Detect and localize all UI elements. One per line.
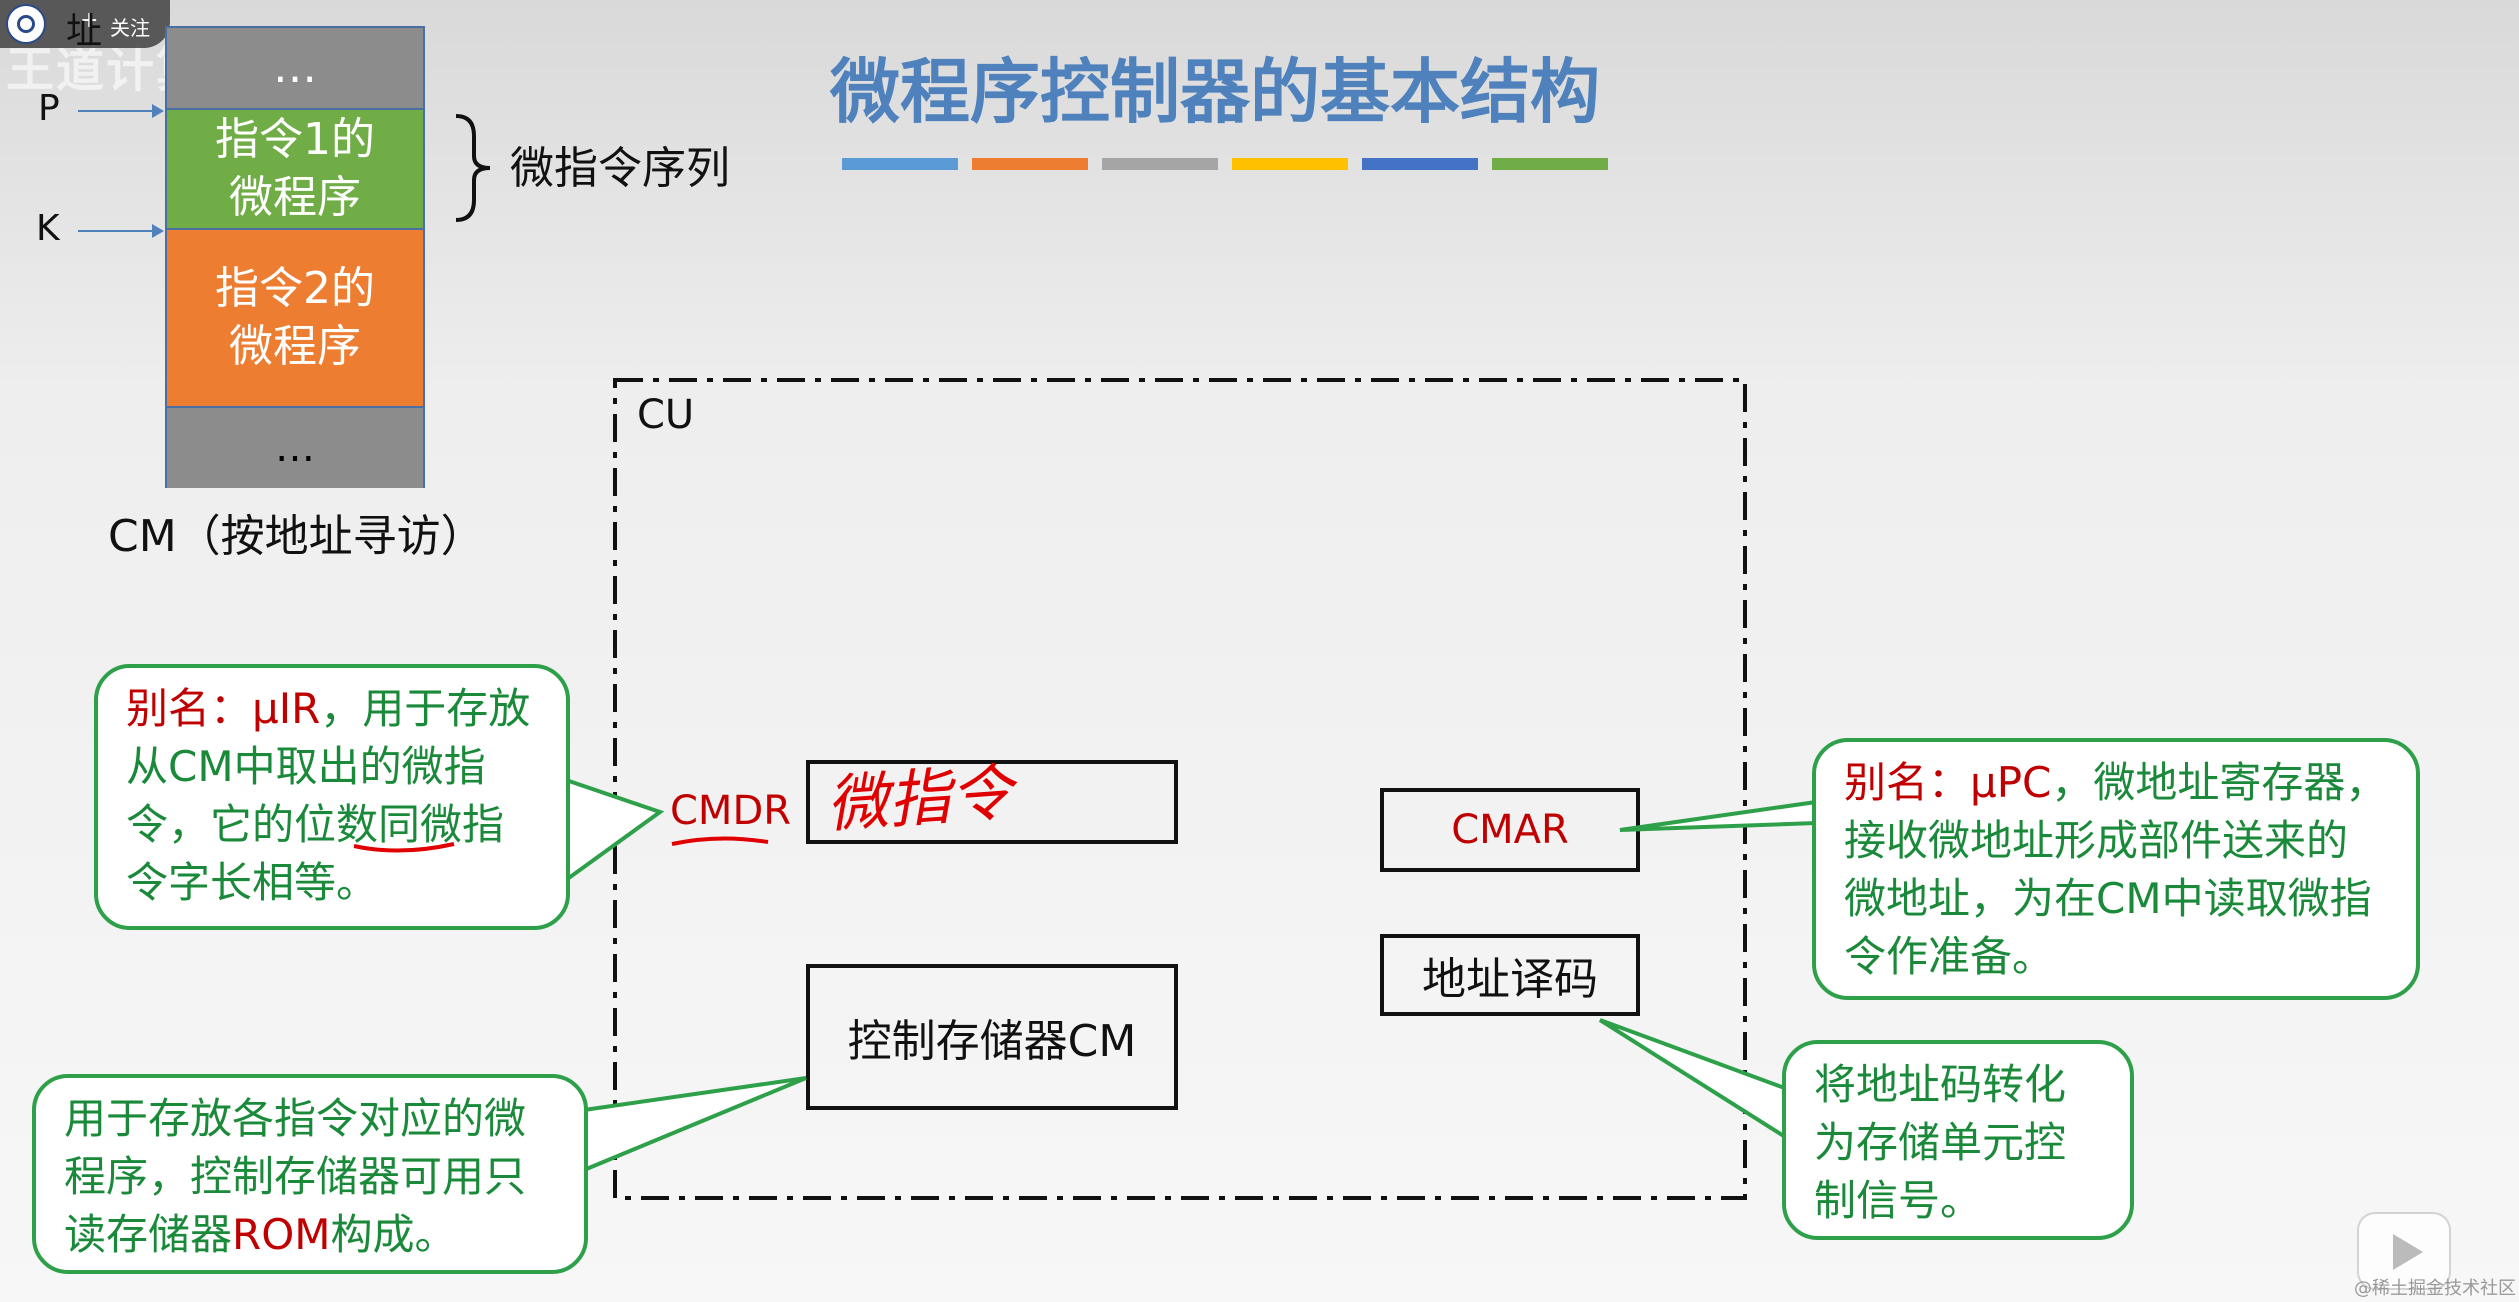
cm-block-ellipsis: … <box>167 406 423 488</box>
cm-block-instr2: 指令2的微程序 <box>167 228 423 406</box>
title-bar-segment <box>842 158 958 170</box>
cm-block-top: … <box>167 28 423 108</box>
plus-icon: + <box>80 8 99 33</box>
rom-description-end: 构成。 <box>330 1210 457 1259</box>
footer-credit: @稀土掘金技术社区 <box>2354 1278 2516 1299</box>
title-bar-segment <box>1232 158 1348 170</box>
cmdr-label: CMDR <box>670 788 792 834</box>
title-bar-segment <box>1102 158 1218 170</box>
cmdr-alias: 别名：μIR <box>126 684 321 733</box>
cmar-alias: 别名：μPC <box>1844 758 2052 807</box>
control-memory-stack: … 指令1的微程序 指令2的微程序 … <box>165 26 425 488</box>
title-bar-segment <box>972 158 1088 170</box>
cm-block-instr2-label: 指令2的微程序 <box>215 263 375 372</box>
channel-logo-icon <box>6 4 46 44</box>
pointer-p-label: P <box>38 88 60 129</box>
cmdr-description: ，用于存放从CM中取出的微指令，它的位数同微指令字长相等。 <box>126 684 531 907</box>
digit-underline-icon <box>353 842 455 853</box>
cu-boundary <box>613 378 1747 1200</box>
cm-caption: CM（按地址寻访） <box>108 511 485 562</box>
cmdr-underline-icon <box>671 836 769 846</box>
title-bar-segment <box>1492 158 1608 170</box>
cmar-description: ，微地址寄存器，接收微地址形成部件送来的微地址，为在CM中读取微指令作准备。 <box>1844 758 2388 981</box>
cmar-callout: 别名：μPC，微地址寄存器，接收微地址形成部件送来的微地址，为在CM中读取微指令… <box>1812 738 2420 1000</box>
play-icon[interactable] <box>2357 1212 2451 1290</box>
follow-button-label[interactable]: 关注 <box>110 16 150 40</box>
pointer-k-label: K <box>36 208 60 249</box>
follow-badge[interactable]: + 关注 <box>0 0 170 48</box>
cm-block-instr1: 指令1的微程序 <box>167 108 423 228</box>
cm-top-label: 址 <box>66 11 103 52</box>
slide-title: 微程序控制器的基本结构 <box>830 51 1600 133</box>
micro-instruction-sequence-label: 微指令序列 <box>510 143 730 194</box>
rom-description: 用于存放各指令对应的微程序，控制存储器可用只读存储器 <box>64 1094 527 1259</box>
brace-icon <box>455 114 491 222</box>
pointer-p-arrow <box>78 104 164 118</box>
cmar-register-box: CMAR <box>1380 788 1640 872</box>
control-store-box: 控制存储器CM <box>806 964 1178 1110</box>
decoder-callout: 将地址码转化为存储单元控制信号。 <box>1782 1040 2134 1240</box>
rom-callout: 用于存放各指令对应的微程序，控制存储器可用只读存储器ROM构成。 <box>32 1074 588 1274</box>
cm-block-instr1-label: 指令1的微程序 <box>215 114 375 223</box>
address-decoder-box: 地址译码 <box>1380 934 1640 1016</box>
rom-highlight: ROM <box>232 1210 331 1259</box>
pointer-k-arrow <box>78 224 164 238</box>
cmdr-register-box <box>806 760 1178 844</box>
cu-label: CU <box>637 392 695 438</box>
cmdr-callout: 别名：μIR，用于存放从CM中取出的微指令，它的位数同微指令字长相等。 <box>94 664 570 930</box>
title-bar-segment <box>1362 158 1478 170</box>
